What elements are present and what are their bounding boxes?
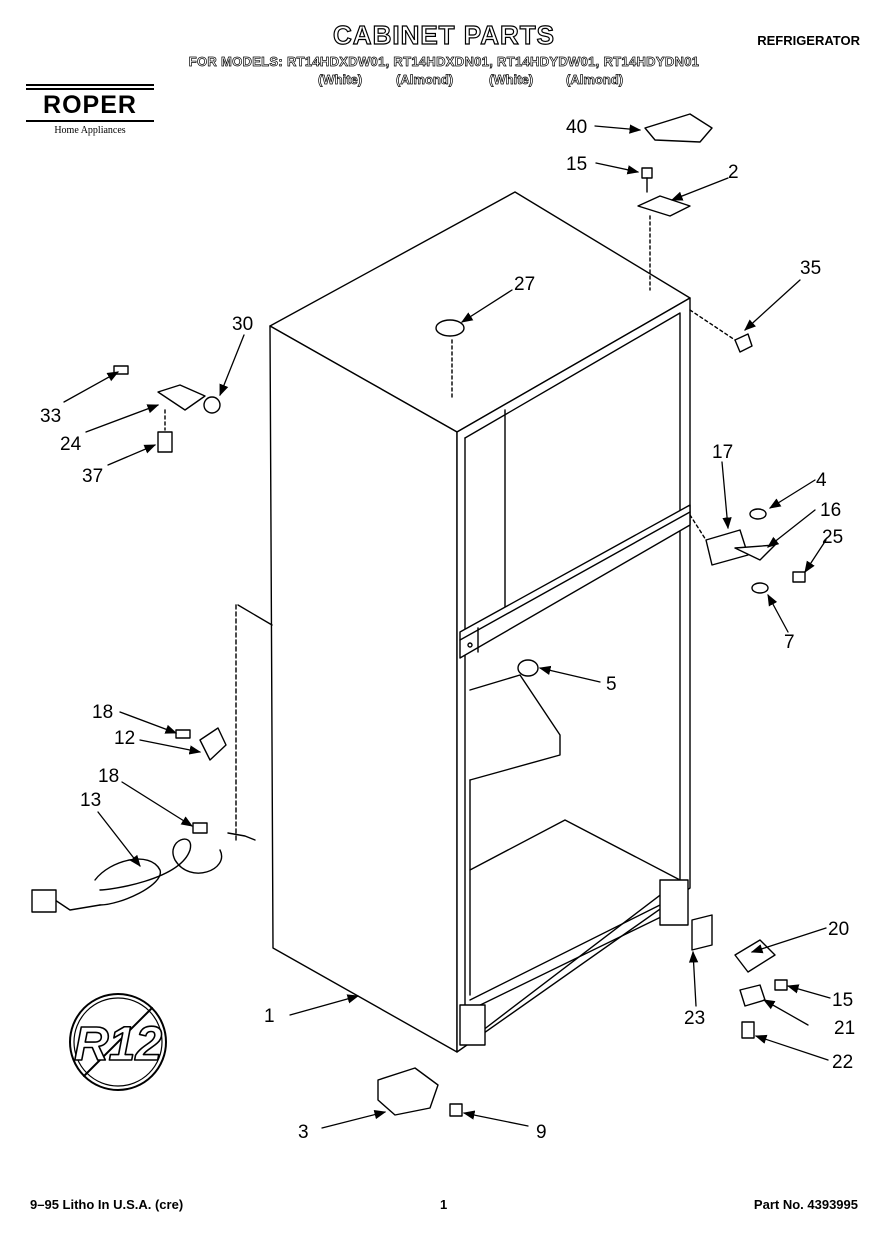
r12-badge-text: R12	[74, 1018, 162, 1071]
appliance-category: REFRIGERATOR	[757, 33, 860, 48]
callout-27: 27	[514, 274, 535, 295]
callout-18-lower: 18	[98, 766, 119, 787]
callout-4: 4	[816, 470, 827, 491]
callout-13: 13	[80, 790, 101, 811]
logo-tagline: Home Appliances	[54, 125, 126, 136]
footer-page-number: 1	[440, 1197, 448, 1212]
r12-refrigerant-badge	[69, 993, 167, 1091]
logo-rule-top-2	[26, 88, 154, 90]
top-hinge-cover	[644, 113, 713, 143]
cabinet-body	[269, 191, 691, 1053]
logo-rule-bottom	[26, 120, 154, 122]
callout-37: 37	[82, 466, 103, 487]
model-color-3: (White)	[489, 72, 534, 88]
callout-23: 23	[684, 1008, 705, 1029]
callout-12: 12	[114, 728, 135, 749]
cabinet-top-plug	[435, 319, 465, 401]
top-hinge-plug	[689, 309, 753, 353]
cabinet-bottom-bracket	[459, 879, 689, 1046]
center-hinge-assembly	[689, 508, 806, 594]
center-rail	[459, 504, 691, 659]
model-color-1: (White)	[318, 72, 363, 88]
leveling-leg-assembly	[377, 1067, 463, 1117]
handle-mount-assembly	[113, 365, 221, 453]
rail-plug	[517, 659, 539, 677]
callout-17: 17	[712, 442, 733, 463]
model-color-2: (Almond)	[396, 72, 454, 88]
callout-leaders	[63, 124, 831, 1129]
top-hinge-screw	[641, 167, 653, 193]
callout-25: 25	[822, 527, 843, 548]
footer-print-info: 9–95 Litho In U.S.A. (cre)	[30, 1197, 184, 1212]
callout-5: 5	[606, 674, 617, 695]
callout-40: 40	[566, 117, 587, 138]
callout-22: 22	[832, 1052, 853, 1073]
callout-21: 21	[834, 1018, 855, 1039]
callout-15-bottom: 15	[832, 990, 853, 1011]
callout-30: 30	[232, 314, 253, 335]
callout-20: 20	[828, 919, 849, 940]
callout-24: 24	[60, 434, 82, 455]
callout-33: 33	[40, 406, 61, 427]
logo-rule-top	[26, 84, 154, 86]
callout-2: 2	[728, 162, 739, 183]
roper-logo: ROPER Home Appliances	[26, 80, 156, 140]
callout-1: 1	[264, 1006, 275, 1027]
callout-3: 3	[298, 1122, 309, 1143]
callout-15-top: 15	[566, 154, 587, 175]
callout-35: 35	[800, 258, 821, 279]
callout-18-upper: 18	[92, 702, 113, 723]
callout-9: 9	[536, 1122, 547, 1143]
footer-part-number: Part No. 4393995	[753, 1197, 858, 1212]
callout-7: 7	[784, 632, 795, 653]
models-line: FOR MODELS: RT14HDXDW01, RT14HDXDN01, RT…	[188, 54, 700, 70]
callout-16: 16	[820, 500, 841, 521]
bottom-hinge-assembly	[691, 914, 788, 1039]
power-cord-assembly	[31, 604, 273, 913]
model-color-4: (Almond)	[566, 72, 624, 88]
top-hinge	[637, 195, 691, 291]
callout-labels: 40 15 2 35 27 30 33 24 37 17 4 16 25 7 5…	[40, 117, 855, 1143]
page-title: CABINET PARTS	[332, 19, 555, 50]
logo-brand: ROPER	[43, 91, 137, 119]
